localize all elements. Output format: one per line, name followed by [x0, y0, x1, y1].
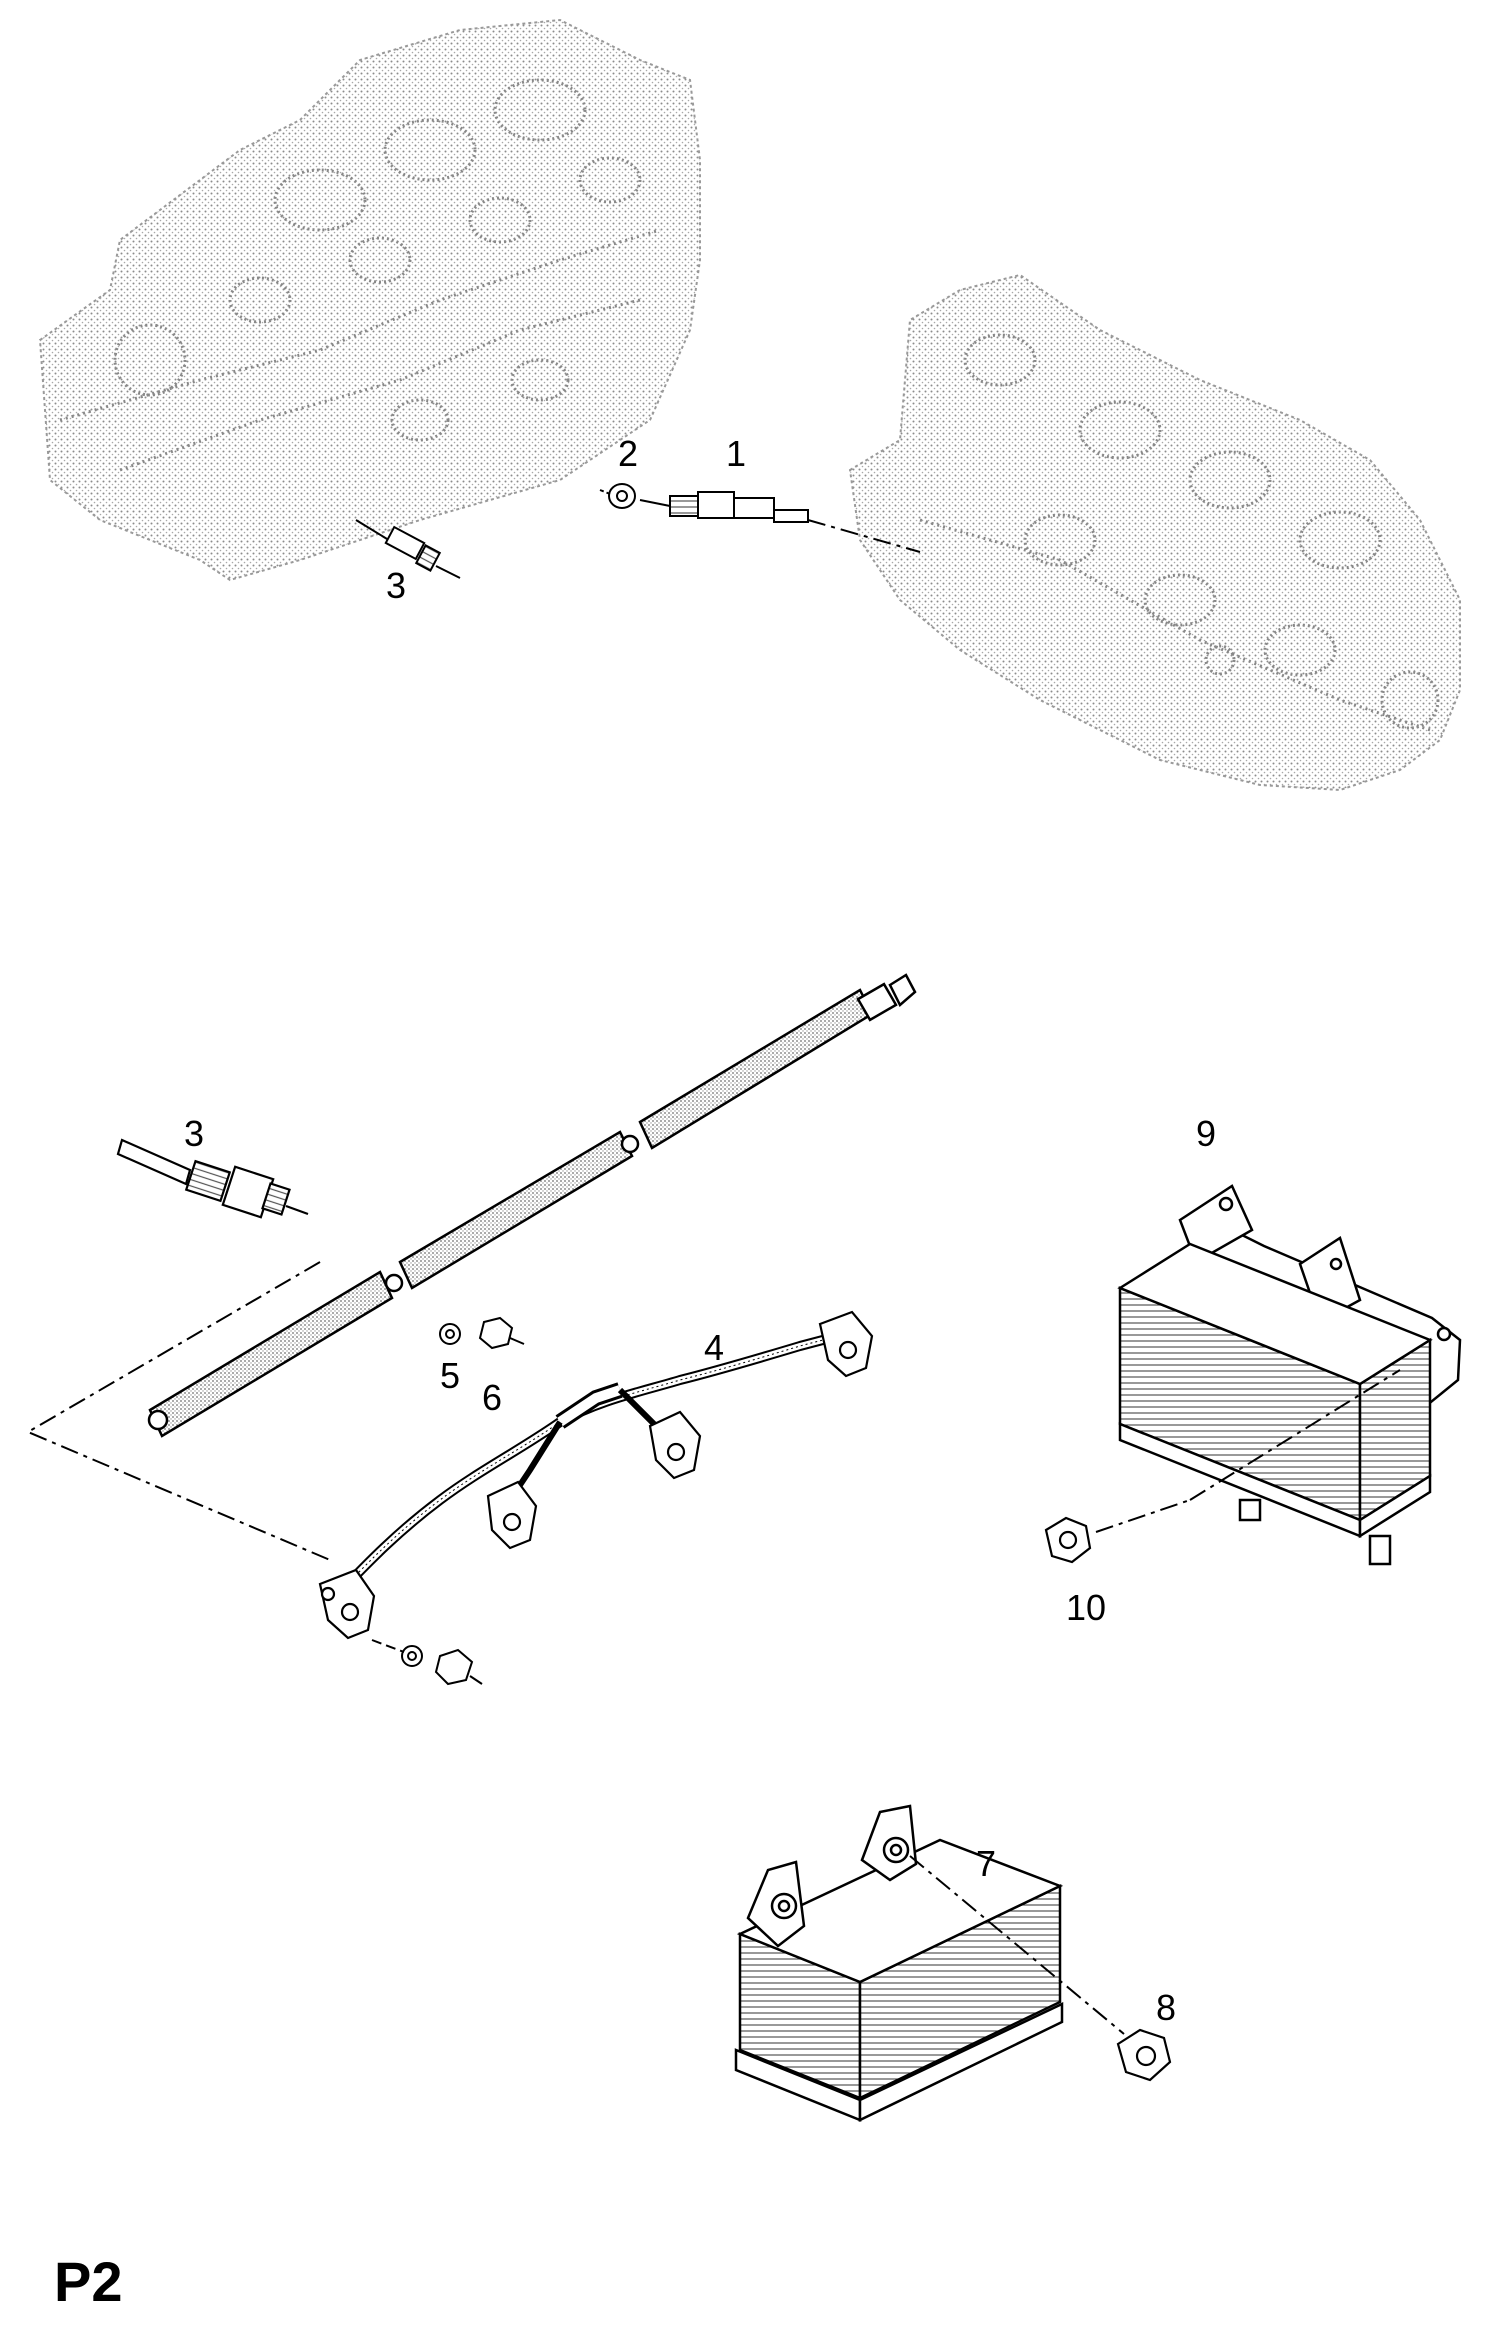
- leader-line-part-10: [1095, 1499, 1191, 1533]
- callout-7: 7: [976, 1843, 997, 1884]
- wiring-harness: [318, 1310, 874, 1640]
- bus-bar: [147, 973, 917, 1438]
- control-unit-part-7: [734, 1804, 1064, 2122]
- washer-lower: [401, 1645, 423, 1667]
- leader-line-part-9: [1189, 1369, 1401, 1501]
- nut-part-2: [599, 483, 636, 509]
- callout-6: 6: [482, 1377, 503, 1418]
- callout-3-middle: 3: [184, 1113, 205, 1154]
- washer-part-5: [439, 1323, 461, 1345]
- glow-plug-middle: [116, 1138, 309, 1219]
- nut-part-8: [1116, 2028, 1172, 2082]
- leader-line-lower-nut: [371, 1639, 405, 1653]
- nut-part-6: [478, 1316, 525, 1350]
- callout-5: 5: [440, 1355, 461, 1396]
- page-code: P2: [54, 2250, 123, 2313]
- callout-8: 8: [1156, 1987, 1177, 2028]
- callout-9: 9: [1196, 1113, 1217, 1154]
- nut-lower: [434, 1648, 483, 1686]
- glow-plug-part-1: [639, 491, 809, 523]
- engine-head-right: [848, 273, 1461, 792]
- callout-2: 2: [618, 433, 639, 474]
- engine-head-left: [38, 18, 701, 582]
- nut-part-10: [1044, 1516, 1092, 1564]
- callout-10: 10: [1066, 1587, 1107, 1628]
- callout-4: 4: [704, 1327, 725, 1368]
- leader-line-part-8: [909, 1855, 1125, 2035]
- callout-3-top: 3: [386, 565, 407, 606]
- callout-1: 1: [726, 433, 747, 474]
- glow-plug-top: [355, 519, 461, 579]
- leader-line-part-3: [25, 1261, 331, 1561]
- leader-line-part-1: [807, 519, 921, 553]
